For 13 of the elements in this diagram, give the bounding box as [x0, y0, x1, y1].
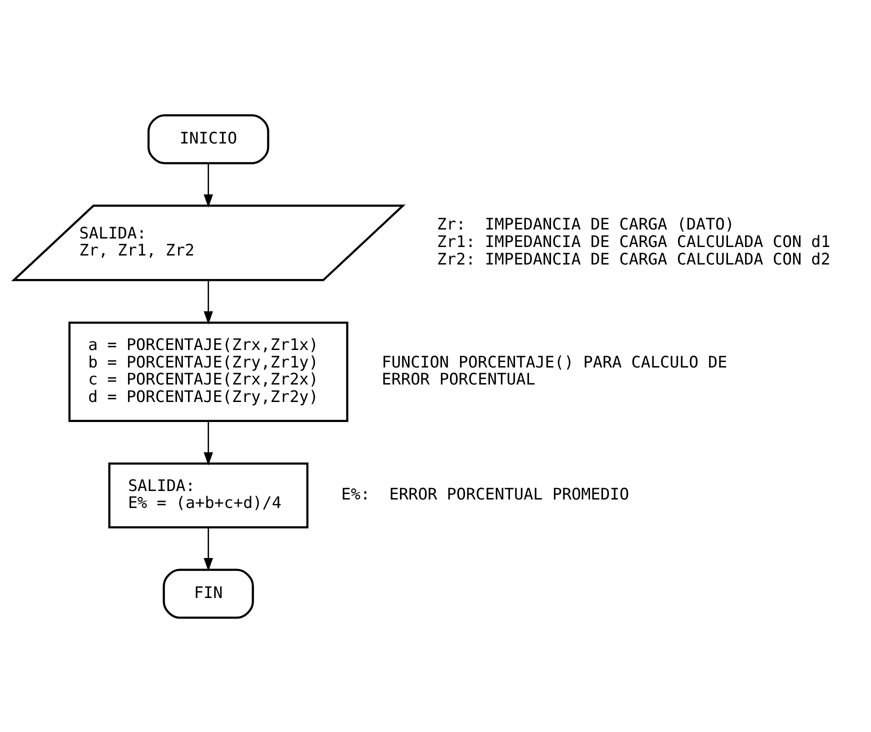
arrow	[204, 163, 214, 208]
node-box: SALIDA: E% = (a+b+c+d)/4	[108, 462, 308, 528]
node-box: FIN	[162, 568, 254, 618]
arrow	[204, 420, 214, 465]
node-label: FUNCION PORCENTAJE() PARA CALCULO DE ERROR PORCENTUAL	[382, 352, 728, 388]
arrow	[204, 527, 214, 571]
node-label: Zr1: IMPEDANCIA DE CARGA CALCULADA CON d1	[436, 232, 830, 251]
node-box: a = PORCENTAJE(Zrx,Zr1x) b = PORCENTAJE(Zry,Zr1y) c = PORCENTAJE(Zrx,Zr2x) d = PORCENTAJE(Zry,Zr2y)	[68, 321, 348, 422]
node-box: INICIO	[147, 114, 270, 164]
node-label: Zr2: IMPEDANCIA DE CARGA CALCULADA CON d2	[436, 248, 830, 268]
node-label: Zr: IMPEDANCIA DE CARGA (DATO)	[436, 214, 734, 234]
arrow	[204, 280, 214, 324]
node-label: E%: ERROR PORCENTUAL PROMEDIO	[341, 484, 630, 504]
